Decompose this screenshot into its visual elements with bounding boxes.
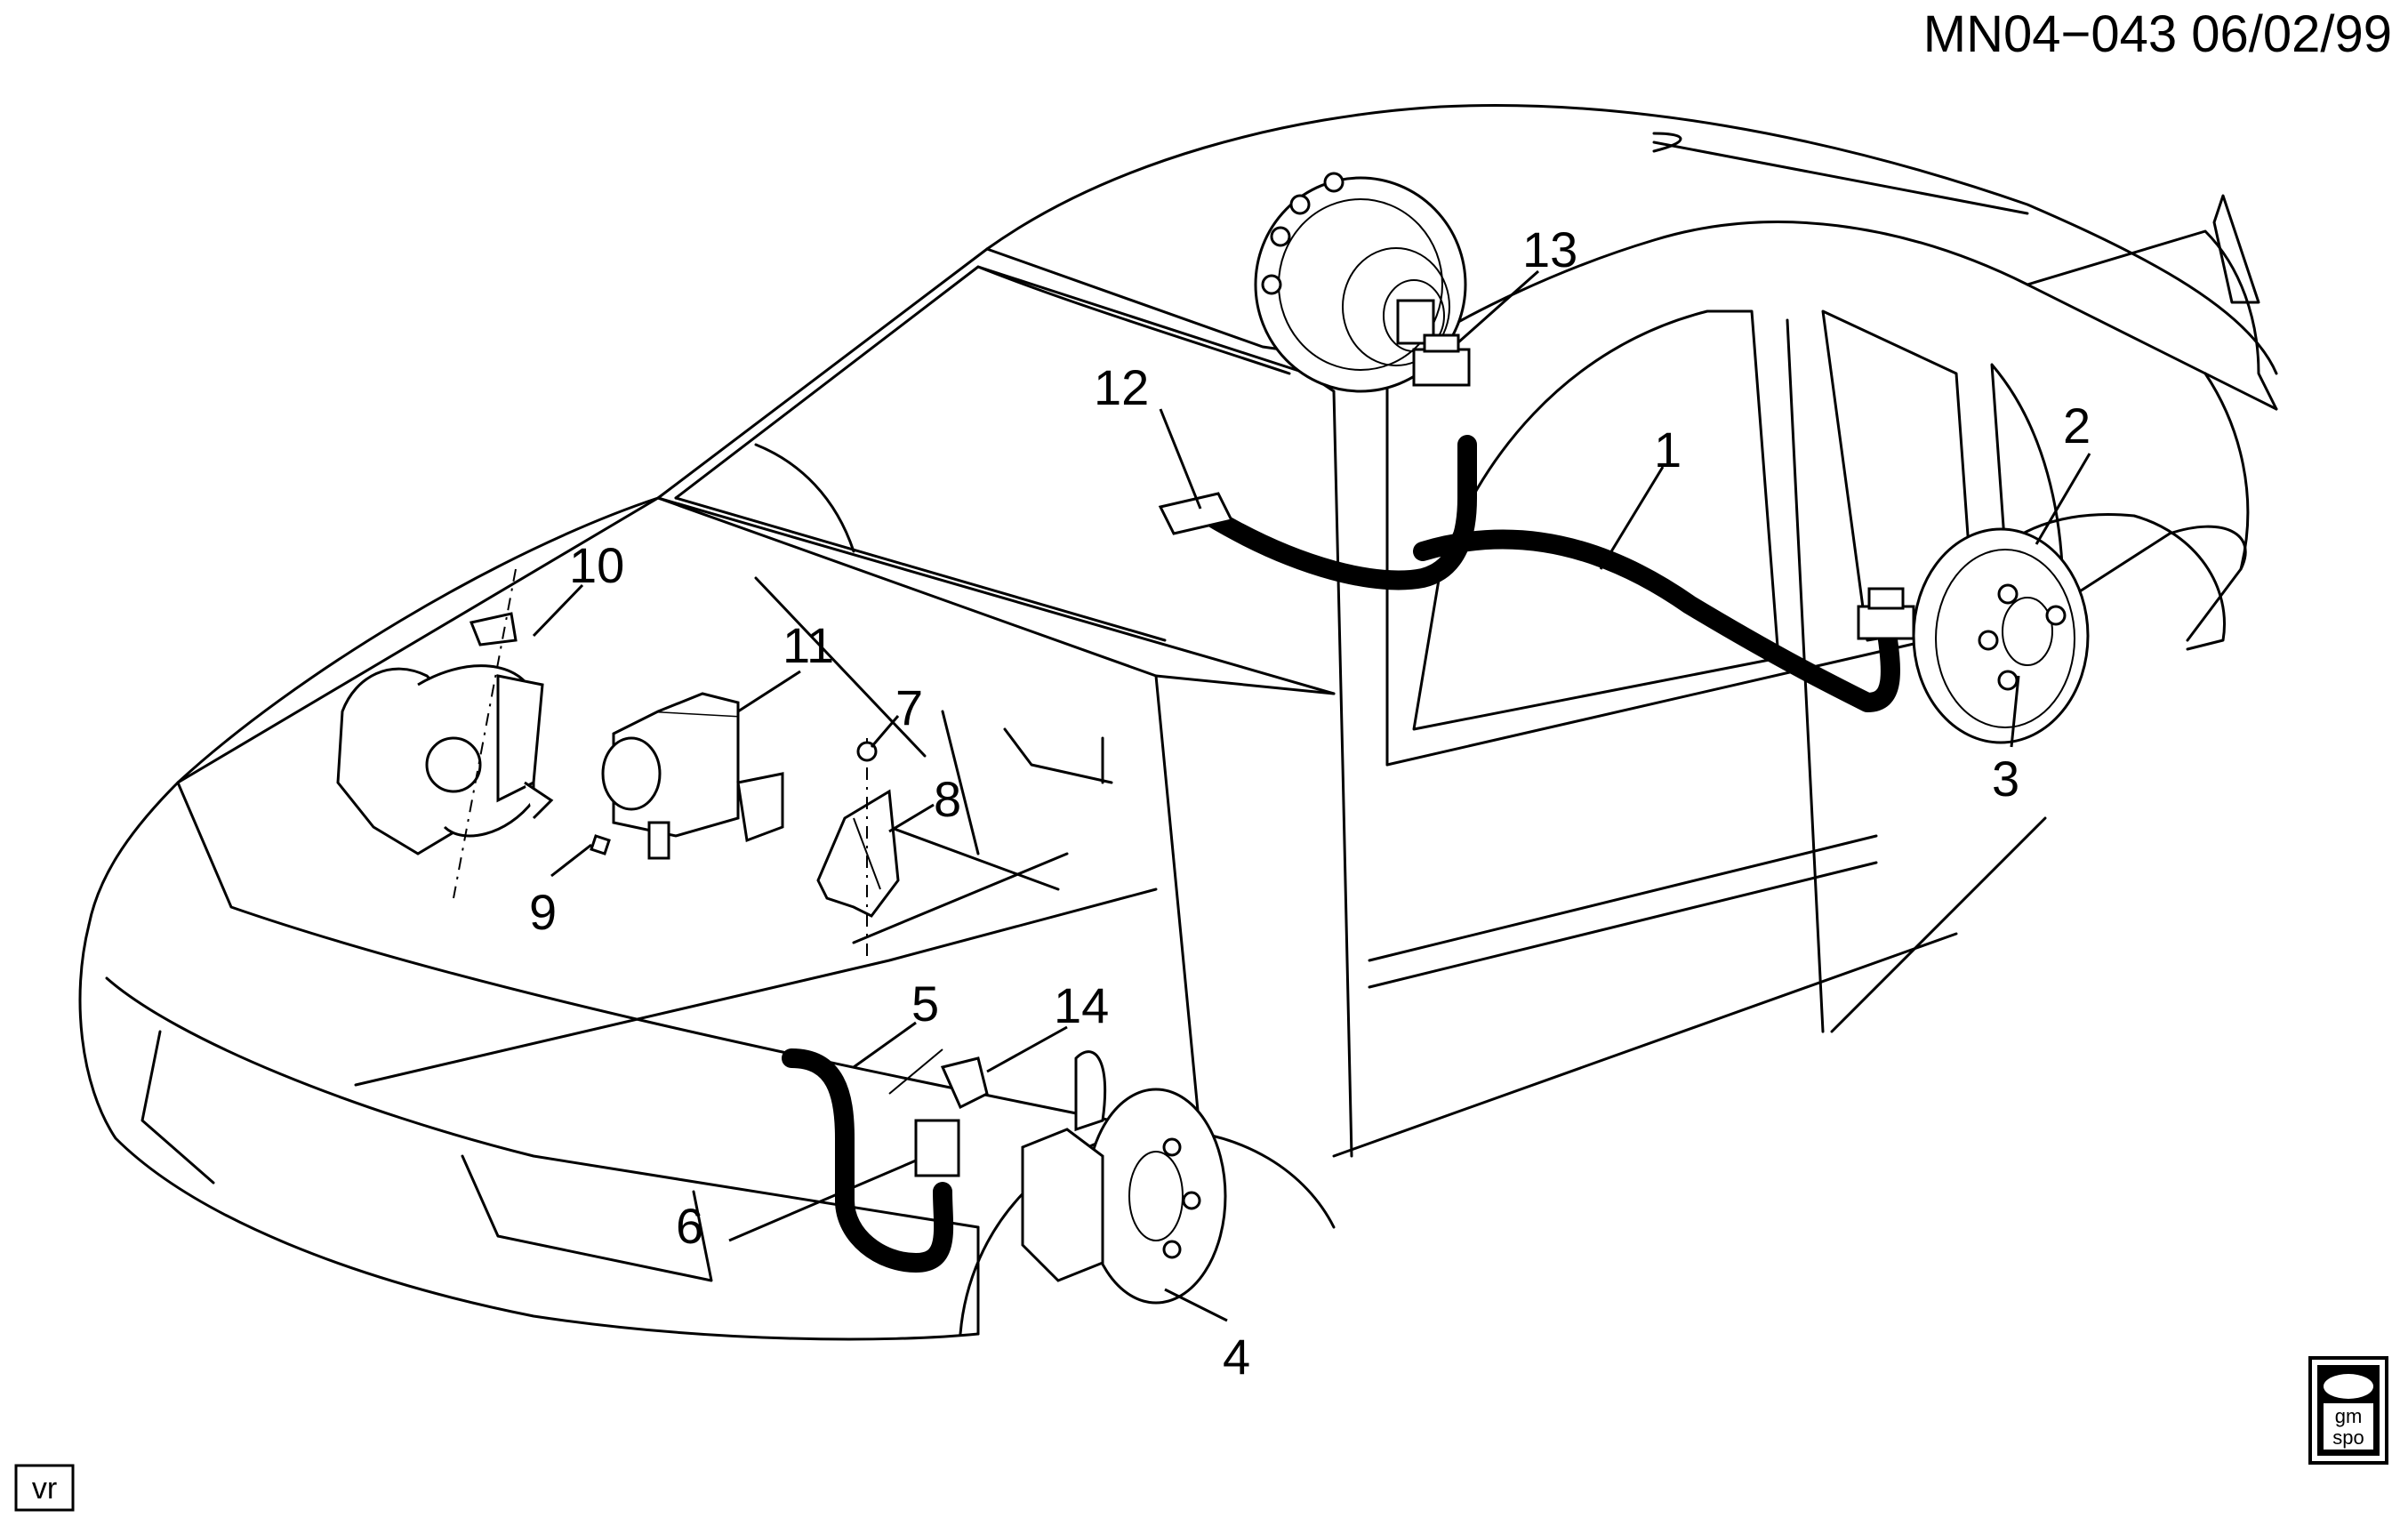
vr-tag: vr <box>14 1464 75 1512</box>
modulator-bracket <box>816 738 900 960</box>
drawing-code: MN04−043 06/02/99 <box>1923 5 2392 63</box>
abs-modulator <box>590 692 784 860</box>
gm-spo-logo: gm spo <box>2308 1356 2388 1465</box>
callout-10: 10 <box>569 537 624 593</box>
logo-line2: spo <box>2332 1426 2364 1449</box>
rear-brake-drum <box>1912 527 2090 744</box>
callout-3: 3 <box>1992 751 2019 807</box>
vr-tag-text: vr <box>32 1472 57 1506</box>
callout-2: 2 <box>2063 398 2091 454</box>
callout-9: 9 <box>529 884 557 940</box>
leader-lines <box>532 269 2091 1322</box>
front-brake-rotor <box>1021 1050 1227 1305</box>
callout-labels: 1 2 3 4 5 6 7 8 9 10 11 12 13 14 <box>529 221 2091 1385</box>
callout-13: 13 <box>1522 221 1577 277</box>
brake-booster <box>1254 172 1467 393</box>
front-wheel-speed-harness <box>782 1048 989 1273</box>
callout-1: 1 <box>1654 422 1682 478</box>
callout-11: 11 <box>783 617 834 673</box>
callout-6: 6 <box>676 1198 703 1254</box>
abs-wiring-harness <box>1158 333 1915 712</box>
callout-14: 14 <box>1054 977 1109 1033</box>
callout-12: 12 <box>1094 359 1149 415</box>
callout-7: 7 <box>895 679 923 735</box>
callout-5: 5 <box>911 976 939 1032</box>
front-knuckle-assembly <box>336 568 554 899</box>
callout-4: 4 <box>1223 1329 1250 1385</box>
callout-8: 8 <box>934 771 961 827</box>
logo-line1: gm <box>2335 1405 2363 1427</box>
